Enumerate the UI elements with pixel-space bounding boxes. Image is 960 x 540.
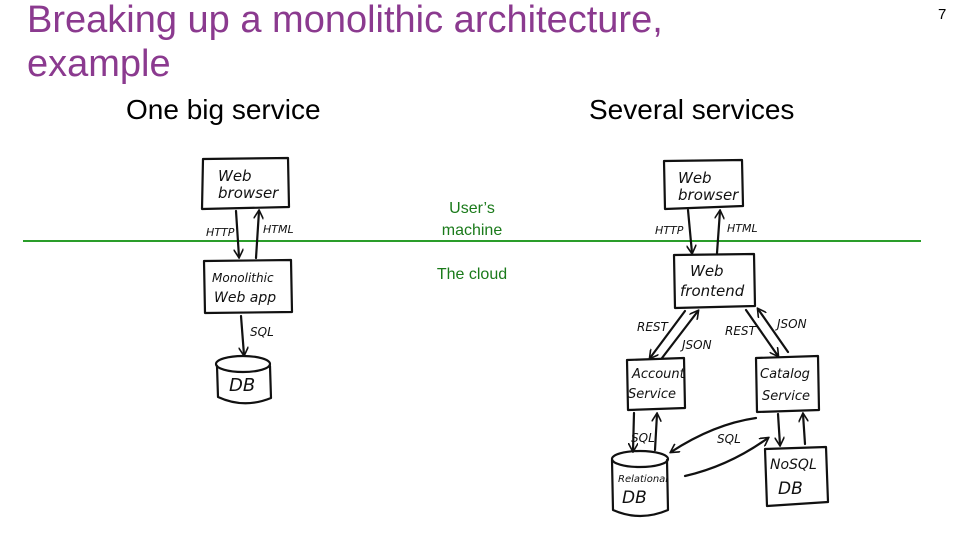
frontend-label-line2: frontend	[680, 282, 745, 300]
catalog-to-relational-sql-arrow	[671, 416, 758, 452]
services-browser-label-line1: Web	[678, 169, 712, 187]
catalog-service-box	[754, 354, 821, 414]
slide-title: Breaking up a monolithic architecture, e…	[27, 0, 663, 85]
account-to-relational-down-arrow	[633, 411, 634, 451]
catalog-to-nosql-down-arrow	[778, 412, 780, 445]
account-service-label-line1: Account	[631, 367, 686, 382]
monolith-http-arrow	[236, 209, 239, 257]
services-html-label: HTML	[727, 222, 758, 235]
account-service-label-line2: Service	[628, 387, 676, 402]
rest-right-label: REST	[725, 324, 758, 338]
zone-label-the-cloud: The cloud	[436, 266, 508, 283]
relational-db-cylinder-top	[610, 449, 670, 469]
json-from-catalog-arrow	[758, 309, 790, 354]
monolithic-web-app-box	[202, 258, 294, 315]
json-left-label: JSON	[680, 338, 712, 352]
nosql-db-label-line1: NoSQL	[770, 457, 817, 473]
services-http-arrow	[688, 208, 692, 253]
monolith-sql-label: SQL	[250, 325, 274, 339]
services-browser-label-line2: browser	[678, 186, 739, 204]
nosql-db-box	[763, 445, 830, 508]
relational-to-catalog-arrow	[683, 438, 768, 478]
page-number: 7	[938, 6, 947, 23]
monolith-web-browser-box	[200, 156, 291, 211]
relational-db-label-line1: Relational	[618, 474, 668, 485]
sql-left-label: SQL	[631, 431, 655, 445]
monolith-http-label: HTTP	[206, 226, 235, 239]
heading-one-big-service: One big service	[126, 94, 321, 125]
services-html-arrow	[717, 211, 720, 255]
relational-to-account-up-arrow	[655, 414, 657, 452]
relational-db-label-line2: DB	[622, 488, 647, 508]
monolith-browser-label-line2: browser	[218, 184, 279, 202]
monolith-sql-arrow	[241, 314, 244, 355]
monolith-app-label-line2: Web app	[214, 290, 276, 306]
monolith-html-label: HTML	[263, 223, 294, 236]
nosql-to-catalog-up-arrow	[803, 414, 805, 446]
monolith-db-cylinder-top	[214, 354, 272, 374]
services-http-label: HTTP	[655, 224, 684, 237]
json-from-account-arrow	[660, 311, 698, 360]
monolith-db-label: DB	[229, 375, 255, 396]
sql-mid-label: SQL	[717, 432, 741, 446]
services-web-browser-box	[662, 158, 745, 211]
rest-to-catalog-arrow	[744, 308, 778, 356]
nosql-db-label-line2: DB	[778, 479, 803, 499]
catalog-service-label-line2: Service	[762, 389, 810, 404]
frontend-label-line1: Web	[690, 262, 724, 280]
json-right-label: JSON	[775, 317, 807, 331]
monolith-browser-label-line1: Web	[218, 167, 252, 185]
rest-left-label: REST	[637, 320, 670, 334]
relational-db-cylinder-body	[610, 458, 670, 518]
web-frontend-box	[672, 252, 757, 310]
monolith-app-label-line1: Monolithic	[212, 271, 274, 285]
catalog-service-label-line1: Catalog	[760, 367, 810, 382]
monolith-html-arrow	[256, 211, 259, 260]
account-service-box	[625, 356, 687, 412]
zone-label-users-machine: User’s machine	[441, 200, 503, 239]
heading-several-services: Several services	[589, 94, 795, 125]
rest-to-account-arrow	[650, 309, 687, 358]
monolith-db-cylinder-body	[215, 364, 273, 405]
